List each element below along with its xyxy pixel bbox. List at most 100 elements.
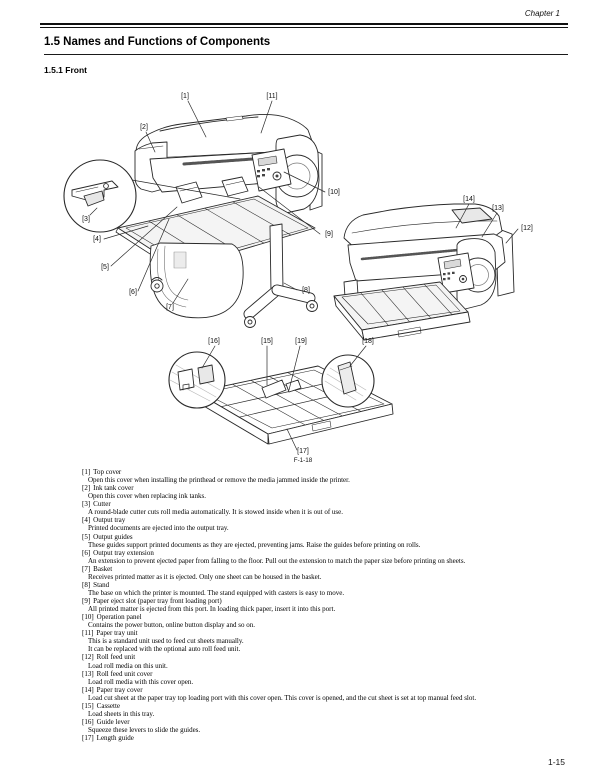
- callout-label-19: [19]: [295, 338, 307, 345]
- component-entry: [6]Output tray extension An extension to…: [82, 549, 564, 565]
- component-label: [4]: [82, 516, 91, 525]
- component-entry: [1]Top cover Open this cover when instal…: [82, 468, 564, 484]
- component-description: These guides support printed documents a…: [88, 540, 421, 549]
- callout-label-12: [12]: [521, 225, 533, 232]
- component-label: [16]: [82, 717, 94, 726]
- component-name: Stand: [93, 580, 110, 589]
- component-name: Paper tray unit: [96, 629, 138, 638]
- callout-label-10: [10]: [328, 189, 340, 196]
- callout-label-4: [4]: [93, 236, 101, 243]
- component-name: Top cover: [93, 468, 122, 476]
- component-entry: [2]Ink tank cover Open this cover when r…: [82, 484, 564, 500]
- component-name: Length guide: [96, 734, 134, 743]
- component-entry: [13]Roll feed unit cover Load roll media…: [82, 670, 564, 686]
- component-entry: [3]Cutter A round-blade cutter cuts roll…: [82, 500, 564, 516]
- component-label: [3]: [82, 500, 91, 509]
- component-description: Open this cover when replacing ink tanks…: [88, 492, 206, 501]
- cutter-inset: [63, 159, 241, 233]
- component-name: Operation panel: [96, 613, 142, 622]
- callout-label-9: [9]: [325, 231, 333, 238]
- component-label: [14]: [82, 685, 94, 694]
- component-description: Load roll media on this unit.: [88, 661, 168, 670]
- component-name: Cassette: [96, 701, 120, 710]
- component-name: Ink tank cover: [93, 484, 134, 493]
- component-name: Roll feed unit: [96, 653, 136, 662]
- left-printer-drawing: [115, 113, 323, 328]
- callout-label-14: [14]: [463, 196, 475, 203]
- component-entry: [4]Output tray Printed documents are eje…: [82, 516, 564, 532]
- printer-diagram: [63, 100, 519, 451]
- callout-label-15: [15]: [261, 338, 273, 345]
- component-name: Output guides: [93, 532, 133, 541]
- length-guide-inset: [321, 354, 375, 408]
- component-description: Contains the power button, online button…: [88, 621, 256, 630]
- component-description: Load cut sheet at the paper tray top loa…: [88, 693, 477, 702]
- component-label: [9]: [82, 597, 91, 605]
- component-label: [11]: [82, 629, 94, 638]
- component-label: [12]: [82, 653, 94, 662]
- component-description: Printed documents are ejected into the o…: [88, 524, 229, 533]
- right-printer-drawing: [333, 203, 515, 341]
- figure-number: F-1-18: [293, 457, 313, 464]
- callout-label-1: [1]: [181, 93, 189, 100]
- component-label: [17]: [82, 734, 94, 743]
- component-entry: [7]Basket Receives printed matter as it …: [82, 565, 564, 581]
- component-entry: [10]Operation panel Contains the power b…: [82, 613, 564, 629]
- component-entry: [15]Cassette Load sheets in this tray.: [82, 702, 564, 718]
- guide-lever-inset: [168, 351, 226, 409]
- component-label: [2]: [82, 484, 91, 493]
- component-description: Squeeze these levers to slide the guides…: [88, 726, 201, 734]
- section-title-rule: [44, 54, 568, 55]
- component-entry: [9]Paper eject slot (paper tray front lo…: [82, 597, 564, 613]
- component-description: An extension to prevent ejected paper fr…: [88, 556, 466, 565]
- component-name: Paper tray cover: [96, 685, 143, 694]
- component-label: [1]: [82, 468, 91, 476]
- chapter-header: Chapter 1: [524, 9, 560, 18]
- component-name: Guide lever: [96, 717, 130, 726]
- leader-lines: [89, 100, 519, 451]
- subsection-title: 1.5.1 Front: [44, 65, 87, 75]
- page-number: 1-15: [547, 757, 565, 767]
- component-label: [8]: [82, 580, 91, 589]
- callout-label-16: [16]: [208, 338, 220, 345]
- component-entry: [17]Length guide: [82, 734, 564, 742]
- callout-label-3: [3]: [82, 216, 90, 223]
- header-rule: [40, 23, 568, 28]
- component-name: Output tray: [93, 516, 126, 525]
- component-label: [5]: [82, 532, 91, 541]
- component-entry: [11]Paper tray unit This is a standard u…: [82, 629, 564, 653]
- callout-label-6: [6]: [129, 289, 137, 296]
- components-list: [1]Top cover Open this cover when instal…: [82, 468, 564, 742]
- component-description: This is a standard unit used to feed cut…: [88, 637, 244, 646]
- component-description: Load roll media with this cover open.: [88, 677, 194, 686]
- component-label: [7]: [82, 564, 91, 573]
- component-label: [13]: [82, 669, 94, 678]
- component-entry: [5]Output guides These guides support pr…: [82, 533, 564, 549]
- component-entry: [16]Guide lever Squeeze these levers to …: [82, 718, 564, 734]
- component-description: It can be replaced with the optional aut…: [88, 645, 241, 654]
- component-entry: [14]Paper tray cover Load cut sheet at t…: [82, 686, 564, 702]
- component-name: Roll feed unit cover: [96, 669, 153, 678]
- component-name: Basket: [93, 564, 113, 573]
- callout-label-17: [17]: [297, 448, 309, 455]
- component-entry: [12]Roll feed unit Load roll media on th…: [82, 653, 564, 669]
- callout-label-13: [13]: [492, 205, 504, 212]
- callout-label-2: [2]: [140, 124, 148, 131]
- callout-label-5: [5]: [101, 264, 109, 271]
- callout-label-11: [11]: [266, 93, 278, 100]
- callout-label-8: [8]: [302, 287, 310, 294]
- callout-label-7: [7]: [166, 304, 174, 311]
- component-description: The base on which the printer is mounted…: [88, 588, 345, 597]
- component-label: [10]: [82, 613, 94, 622]
- callout-label-18: [18]: [362, 338, 374, 345]
- component-name: Output tray extension: [93, 548, 154, 557]
- component-label: [6]: [82, 548, 91, 557]
- component-entry: [8]Stand The base on which the printer i…: [82, 581, 564, 597]
- component-description: Open this cover when installing the prin…: [88, 476, 350, 485]
- component-label: [15]: [82, 701, 94, 710]
- section-title: 1.5 Names and Functions of Components: [44, 36, 271, 48]
- component-description: All printed matter is ejected from this …: [88, 605, 336, 614]
- component-description: A round-blade cutter cuts roll media aut…: [88, 508, 343, 517]
- component-name: Paper eject slot (paper tray front loadi…: [93, 597, 222, 605]
- component-description: Receives printed matter as it is ejected…: [88, 572, 322, 581]
